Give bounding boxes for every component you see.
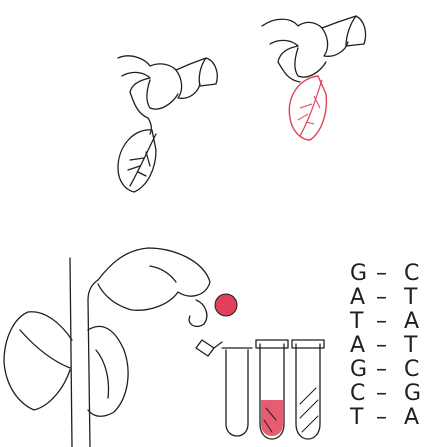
leaf-sample-dot [215,294,237,316]
base-left: G [350,357,367,382]
base-right: C [404,357,419,382]
base-pair-bond: – [376,357,387,382]
leaf-icon [118,130,156,192]
base-right: T [403,333,418,358]
base-right: A [404,309,419,334]
test-tube-2 [256,340,288,439]
base-pair-bond: – [376,261,387,286]
base-left: A [350,285,365,310]
left-hand-icon [118,56,217,134]
red-leaf-icon [289,76,326,140]
base-right: A [404,405,419,430]
plant-icon [4,248,210,447]
base-pair-bond: – [376,333,387,358]
base-left: T [349,405,364,430]
base-right: T [403,285,418,310]
dna-sequence: G–CA–TT–AA–TG–CC–GT–A [349,261,421,430]
base-pair-bond: – [376,285,387,310]
left-hand-with-leaf [118,56,217,192]
right-hand-with-leaf [262,16,366,140]
base-left: G [350,261,367,286]
test-tube-1 [222,348,252,436]
base-pair-bond: – [376,405,387,430]
base-right: C [404,261,419,286]
base-pair-bond: – [376,381,387,406]
tube-cap-icon [196,340,222,356]
test-tube-3 [292,340,324,439]
base-pair-bond: – [376,309,387,334]
base-left: A [350,333,365,358]
base-left: C [350,381,365,406]
base-right: G [404,381,421,406]
base-left: T [349,309,364,334]
right-hand-icon [262,16,366,82]
